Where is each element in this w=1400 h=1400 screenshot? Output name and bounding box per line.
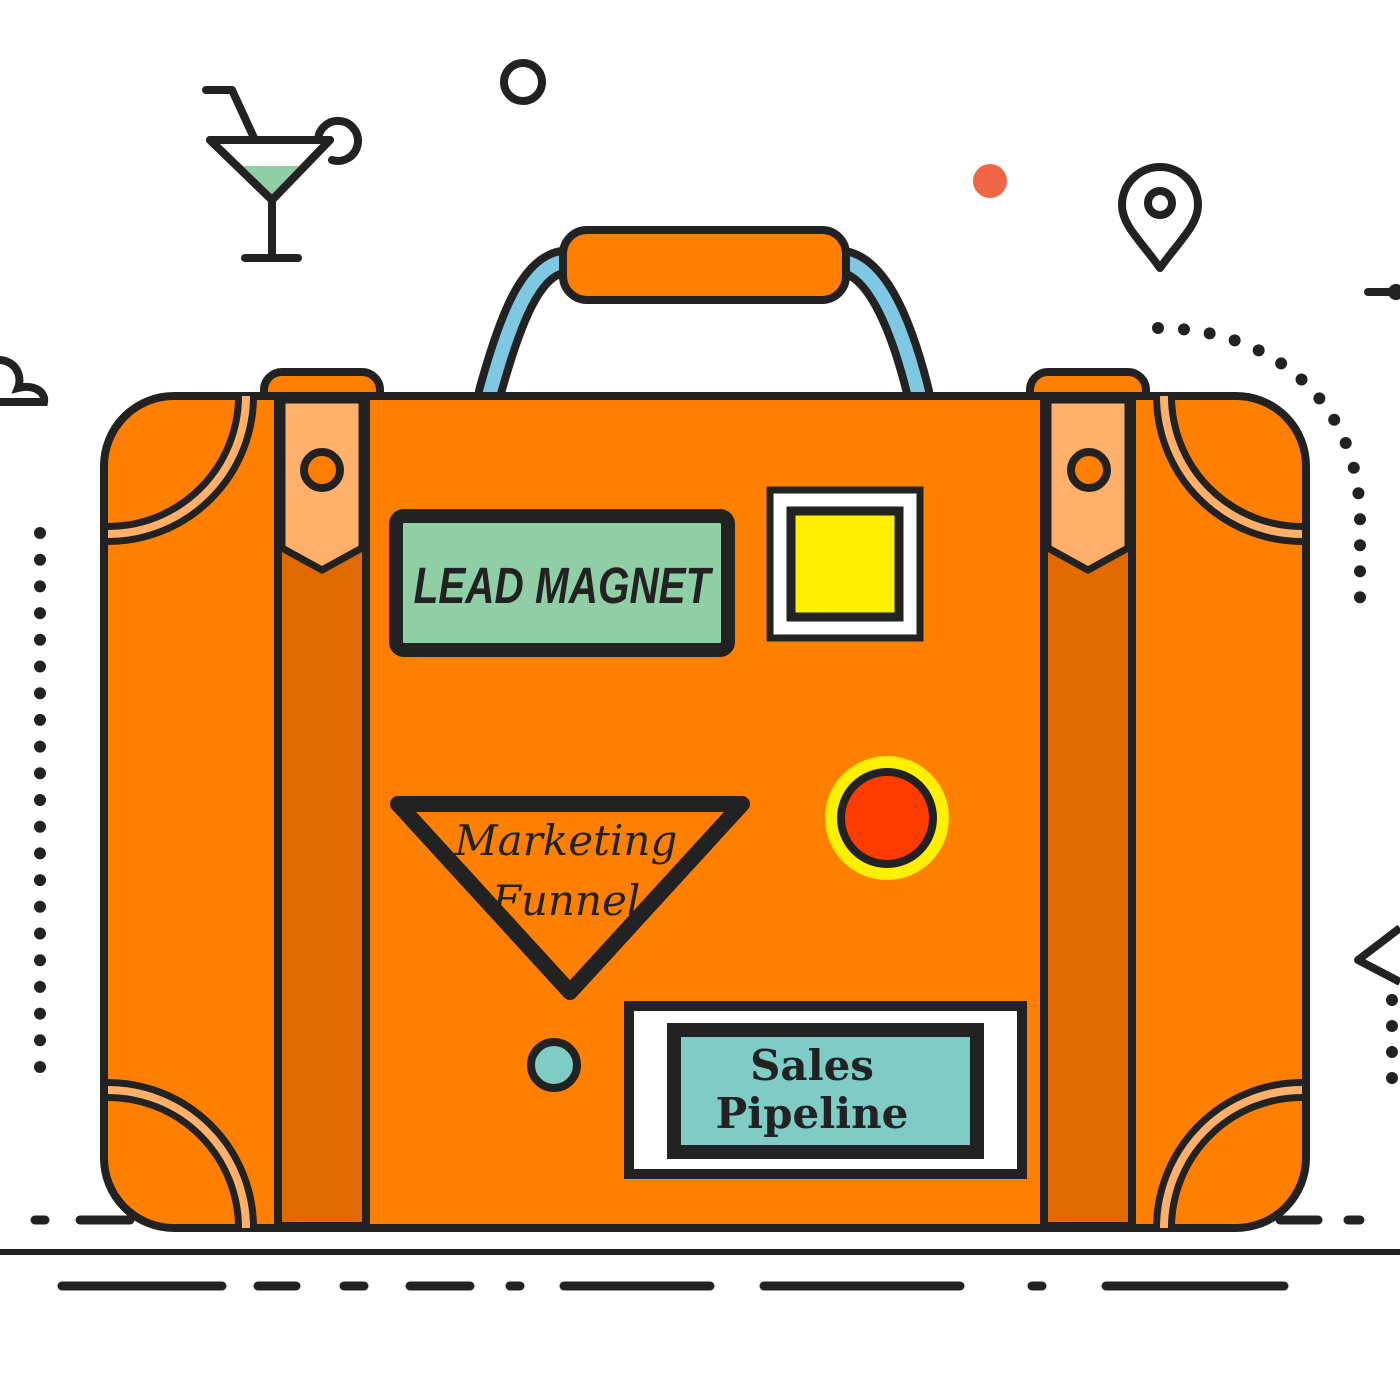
- lead-magnet-label: LEAD MAGNET: [414, 558, 714, 614]
- edge-dot-top-right: [1388, 284, 1400, 300]
- strap-right: [1040, 394, 1136, 1230]
- location-pin-icon: [1118, 163, 1202, 272]
- pipeline-label-line1: Sales: [750, 1041, 874, 1090]
- dot-icon: [973, 164, 1007, 198]
- dotted-arc-right: [1152, 322, 1366, 614]
- yellow-square-sticker: [766, 486, 924, 642]
- corner-guards: [107, 395, 1303, 1229]
- sales-pipeline-sticker: Sales Pipeline: [624, 1001, 1027, 1179]
- pipeline-label-line2: Pipeline: [716, 1089, 909, 1138]
- red-circle-sticker: [825, 756, 949, 880]
- paper-plane-icon: [1354, 924, 1400, 986]
- funnel-label-line2: Funnel: [491, 876, 641, 925]
- lead-magnet-sticker: LEAD MAGNET: [389, 509, 735, 657]
- cocktail-icon: [202, 86, 362, 262]
- suitcase-handle: [475, 226, 933, 407]
- cloud-icon: [0, 356, 49, 406]
- marketing-funnel-sticker: Marketing Funnel: [390, 796, 750, 1000]
- ground-dashes: [30, 1215, 1365, 1291]
- circle-outline-icon: [500, 59, 546, 105]
- teal-dot-sticker: [527, 1038, 581, 1092]
- strap-left: [274, 394, 370, 1230]
- funnel-label-line1: Marketing: [454, 816, 678, 865]
